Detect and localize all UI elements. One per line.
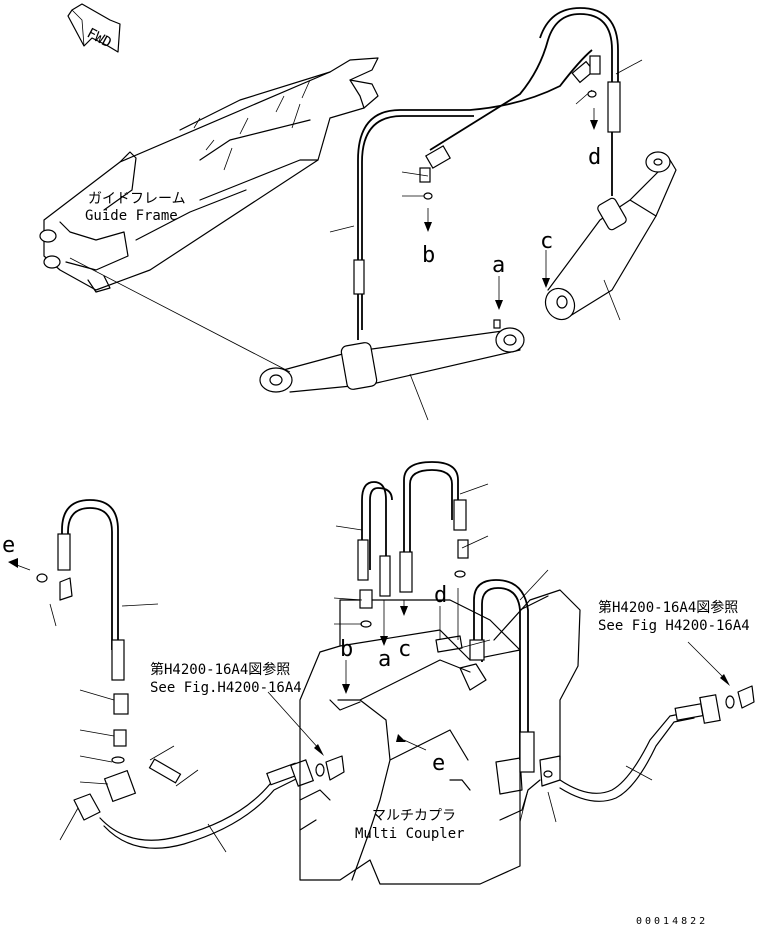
drawing-number: 00014822 [636, 916, 708, 927]
fwd-arrow-icon: FWD [67, 3, 121, 53]
upper-hoses [329, 7, 643, 340]
letter-e-bottom: e [432, 751, 445, 776]
guide-frame-drawing [39, 57, 379, 373]
lower-center-hoses [333, 461, 557, 823]
ref-right-en: See Fig H4200-16A4 [598, 618, 750, 634]
lower-right-hose [559, 641, 755, 802]
multi-coupler-label-en: Multi Coupler [355, 826, 465, 842]
letter-b-top: b [422, 243, 435, 268]
multi-coupler-drawing [299, 589, 581, 885]
letter-a-top: a [492, 253, 505, 278]
letter-a-bottom: a [378, 647, 391, 672]
letter-b-bottom: b [340, 637, 353, 662]
letter-c-bottom: c [398, 637, 411, 662]
ref-right-jp: 第H4200-16A4図参照 [598, 599, 738, 616]
guide-frame-label-jp: ガイドフレーム [88, 191, 186, 207]
left-cylinder [259, 319, 525, 421]
letter-c-top: c [540, 229, 553, 254]
lower-left-hose [8, 499, 345, 853]
ref-left-arrow-icon [314, 744, 324, 756]
ref-left-leader [267, 691, 321, 751]
upper-letter-arrows [424, 108, 598, 310]
letter-d-top: d [588, 145, 601, 170]
letter-d-bottom: d [434, 583, 447, 608]
multi-coupler-label-jp: マルチカプラ [372, 808, 456, 824]
letter-e-left: e [2, 533, 15, 558]
ref-left-jp: 第H4200-16A4図参照 [150, 661, 290, 678]
guide-frame-label-en: Guide Frame [85, 208, 178, 224]
ref-left-en: See Fig.H4200-16A4 [150, 680, 302, 696]
right-cylinder [544, 151, 677, 321]
